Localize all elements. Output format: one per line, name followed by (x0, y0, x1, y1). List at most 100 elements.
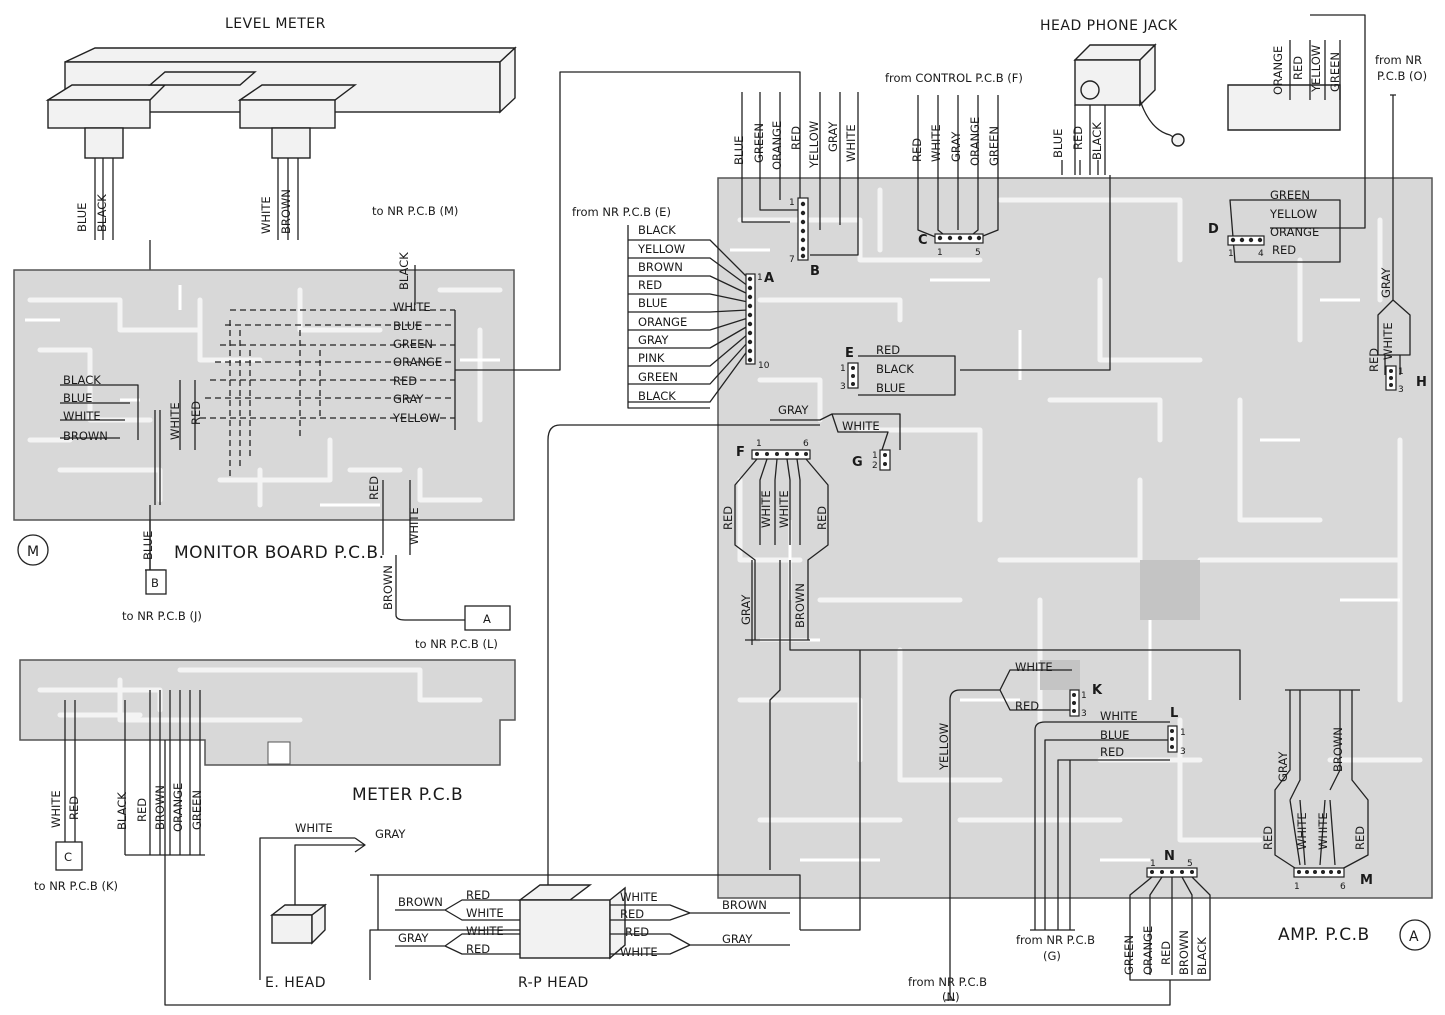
connector-label: D (1208, 222, 1219, 237)
box-a (464, 605, 511, 631)
pin-label: 1 (872, 451, 878, 461)
wire-label: WHITE (1100, 709, 1138, 723)
wire-label: GREEN (987, 126, 1001, 166)
wire-label: GREEN (1122, 935, 1136, 975)
connector-label: B (810, 264, 820, 279)
wire-label: BLUE (393, 319, 422, 333)
wire-label: PINK (638, 351, 665, 365)
monitor-mark-letter: M (27, 544, 40, 560)
wire-label: GRAY (398, 931, 429, 945)
monitor-circle-mark (17, 534, 49, 566)
wire-label: WHITE (63, 409, 101, 423)
wire-label: BROWN (638, 260, 683, 274)
pin-label: 1 (840, 364, 846, 374)
connector-label: G (852, 455, 863, 470)
wire-label: GRAY (375, 827, 406, 841)
wire-label: ORANGE (393, 355, 442, 369)
wire-label: ORANGE (770, 121, 784, 170)
wire-label: GREEN (1328, 52, 1342, 92)
connector-label: N (1164, 849, 1175, 864)
connector-label: F (736, 445, 745, 460)
wire-label: RED (815, 506, 829, 530)
wire-label: RED (789, 126, 803, 150)
wire-label: RED (1367, 348, 1381, 372)
pin-label: 3 (1398, 385, 1404, 395)
wire-label: WHITE (1015, 660, 1053, 674)
pin-label: 1 (1180, 728, 1186, 738)
wire-label: RED (1071, 126, 1085, 150)
pin-label: 3 (1180, 747, 1186, 757)
wire-label: RED (625, 925, 649, 939)
wire-label: GRAY (826, 121, 840, 152)
wire-label: RED (466, 888, 490, 902)
wire-label: RED (466, 942, 490, 956)
connector-a (627, 225, 756, 409)
pin-label: 1 (1081, 691, 1087, 701)
wire-label: BROWN (381, 565, 395, 610)
connector-label: C (918, 233, 928, 248)
box-a-label: A (483, 612, 491, 626)
monitor-board-pcb (13, 269, 515, 521)
wire-label: ORANGE (171, 783, 185, 832)
wire-label: GRAY (393, 392, 424, 406)
wire-label: BLACK (1195, 937, 1209, 975)
connector-c (917, 95, 999, 244)
wire-label: RED (1159, 941, 1173, 965)
wire-label: BROWN (1177, 930, 1191, 975)
wire-label: RED (1100, 745, 1124, 759)
wire-label: BLACK (63, 373, 101, 387)
pin-label: 1 (789, 198, 795, 208)
wire-label: RED (1291, 56, 1305, 80)
wire-label: WHITE (393, 300, 431, 314)
wire-label: BROWN (153, 785, 167, 830)
wire-label: YELLOW (637, 242, 685, 256)
wire-label: RED (393, 374, 417, 388)
wire-label: YELLOW (1269, 207, 1317, 221)
wire-label: BROWN (398, 895, 443, 909)
wire-label: GRAY (1276, 751, 1290, 782)
wire-label: RED (910, 138, 924, 162)
wire-label: BLUE (638, 296, 667, 310)
amp-mark-letter: A (1409, 929, 1419, 945)
wire-label: GRAY (778, 403, 809, 417)
wire-label: RED (638, 278, 662, 292)
wire-label: WHITE (620, 890, 658, 904)
pin-label: 3 (1081, 709, 1087, 719)
pin-label: 1 (937, 248, 943, 258)
monitor-board-title: MONITOR BOARD P.C.B. (174, 543, 385, 563)
pin-label: 2 (872, 461, 878, 471)
wire-label: BLUE (732, 136, 746, 165)
wire-label: GREEN (752, 123, 766, 163)
connector-b (741, 92, 859, 261)
ref-label: from NR (1375, 53, 1422, 67)
pin-label: 7 (789, 255, 795, 265)
wire-label: RED (876, 343, 900, 357)
wire-label: BROWN (722, 898, 767, 912)
wire-label: WHITE (168, 402, 182, 440)
pin-label: 1 (1228, 249, 1234, 259)
wire-label: BLUE (141, 531, 155, 560)
pin-label: 5 (975, 248, 981, 258)
wire-label: BLACK (397, 252, 411, 290)
wire-label: GREEN (638, 370, 678, 384)
wire-label: GREEN (1270, 188, 1310, 202)
wire-label: BLACK (1090, 122, 1104, 160)
ref-label: (N) (942, 990, 960, 1004)
level-meter-title: LEVEL METER (225, 16, 326, 32)
wire-label: WHITE (842, 419, 880, 433)
wire-label: BLUE (1100, 728, 1129, 742)
head-phone-jack-title: HEAD PHONE JACK (1040, 18, 1178, 34)
box-b (145, 569, 167, 595)
wire-label: GRAY (739, 594, 753, 625)
pin-label: 1 (1294, 882, 1300, 892)
connector-f (734, 449, 860, 870)
wire-label: YELLOW (392, 411, 440, 425)
connector-label: K (1092, 683, 1103, 698)
wire-label: RED (721, 506, 735, 530)
ref-label: to NR P.C.B (M) (372, 204, 458, 218)
wire-label: WHITE (1295, 812, 1309, 850)
connector-g (369, 413, 901, 980)
wire-label: BROWN (1331, 727, 1345, 772)
amp-pcb (717, 177, 1433, 899)
